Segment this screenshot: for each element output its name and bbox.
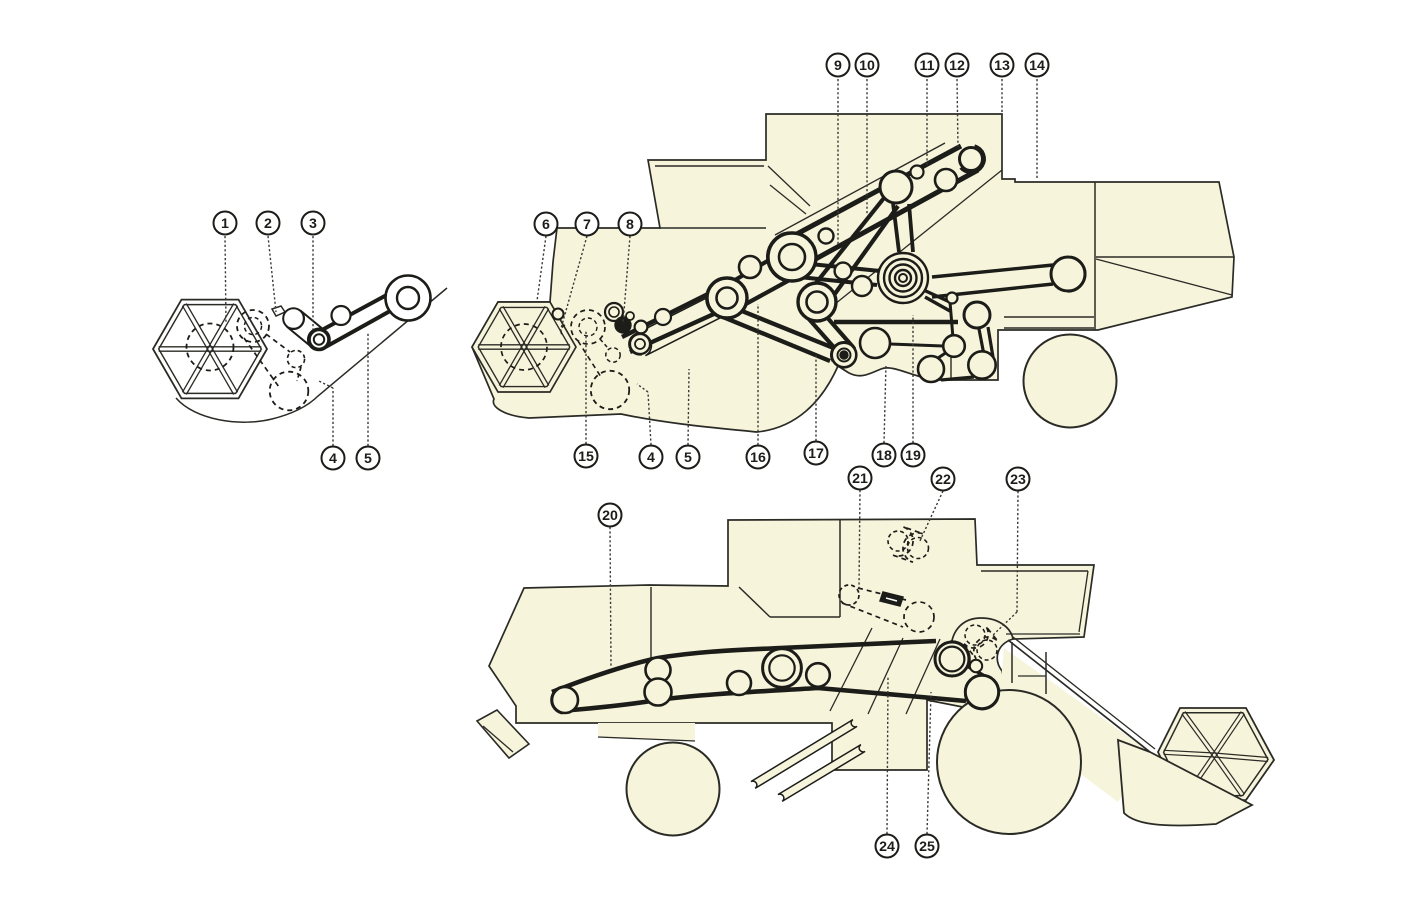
svg-text:17: 17 [808,446,824,462]
svg-text:19: 19 [905,448,921,464]
svg-text:12: 12 [949,58,965,74]
svg-text:25: 25 [919,839,935,855]
svg-text:5: 5 [364,451,372,467]
svg-text:20: 20 [602,508,618,524]
svg-text:4: 4 [647,450,655,466]
svg-text:2: 2 [264,216,272,232]
svg-text:10: 10 [859,58,875,74]
svg-text:22: 22 [935,472,951,488]
svg-text:24: 24 [879,839,895,855]
svg-text:5: 5 [684,450,692,466]
svg-text:9: 9 [834,58,842,74]
svg-text:8: 8 [626,217,634,233]
svg-text:16: 16 [750,450,766,466]
svg-text:21: 21 [852,471,868,487]
svg-text:6: 6 [542,217,550,233]
svg-text:23: 23 [1010,472,1026,488]
svg-text:18: 18 [876,448,892,464]
svg-text:15: 15 [578,449,594,465]
svg-text:1: 1 [221,216,229,232]
svg-text:7: 7 [583,217,591,233]
svg-text:14: 14 [1029,58,1045,74]
svg-text:4: 4 [329,451,337,467]
svg-text:3: 3 [309,216,317,232]
svg-text:11: 11 [920,58,935,74]
svg-text:13: 13 [994,58,1010,74]
